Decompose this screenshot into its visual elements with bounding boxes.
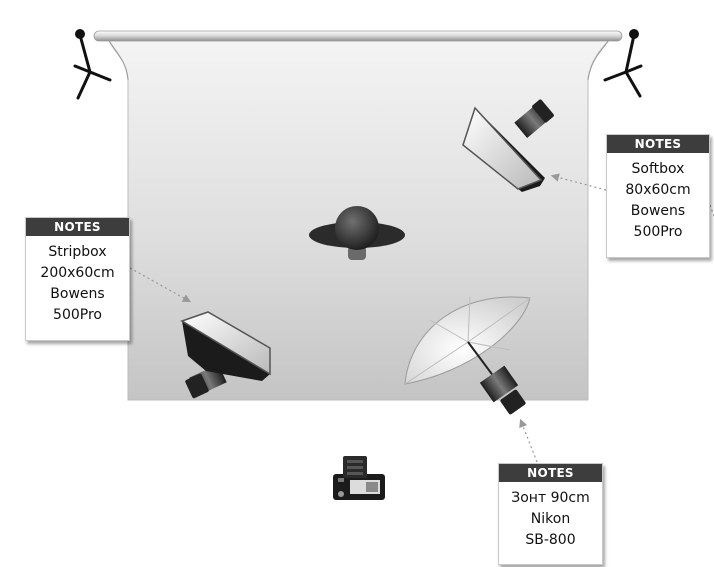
softbox-note: NOTES Softbox 80x60cm Bowens 500Pro [606,134,710,258]
note-line: 200x60cm [40,265,115,281]
stripbox-leader [129,267,192,303]
light-stand-icon [73,29,112,100]
note-line: Зонт 90cm [511,490,590,506]
softbox-leader-tail [709,204,714,217]
stripbox-note: NOTES Stripbox 200x60cm Bowens 500Pro [25,217,130,341]
umbrella-icon [404,296,531,415]
umbrella-note: NOTES Зонт 90cm Nikon SB-800 [498,463,603,565]
note-text: Stripbox 200x60cm Bowens 500Pro [26,242,129,326]
note-header: NOTES [499,464,602,482]
note-line: 500Pro [633,224,683,240]
umbrella-leader [519,418,538,463]
note-line: SB-800 [525,532,576,548]
note-text: Softbox 80x60cm Bowens 500Pro [607,159,709,243]
model-icon [309,206,405,260]
note-text: Зонт 90cm Nikon SB-800 [499,488,602,551]
note-line: Nikon [530,511,571,527]
note-line: Softbox [631,161,685,177]
camera-icon [333,456,385,500]
stripbox-icon [180,311,271,399]
note-header: NOTES [607,135,709,153]
softbox-leader [550,173,607,191]
note-line: 80x60cm [625,182,691,198]
softbox-icon [462,99,554,192]
note-line: 500Pro [53,307,102,323]
note-line: Bowens [630,203,686,219]
light-stand-icon [603,29,643,98]
note-header: NOTES [26,218,129,236]
note-line: Stripbox [48,244,107,260]
note-line: Bowens [50,286,105,302]
